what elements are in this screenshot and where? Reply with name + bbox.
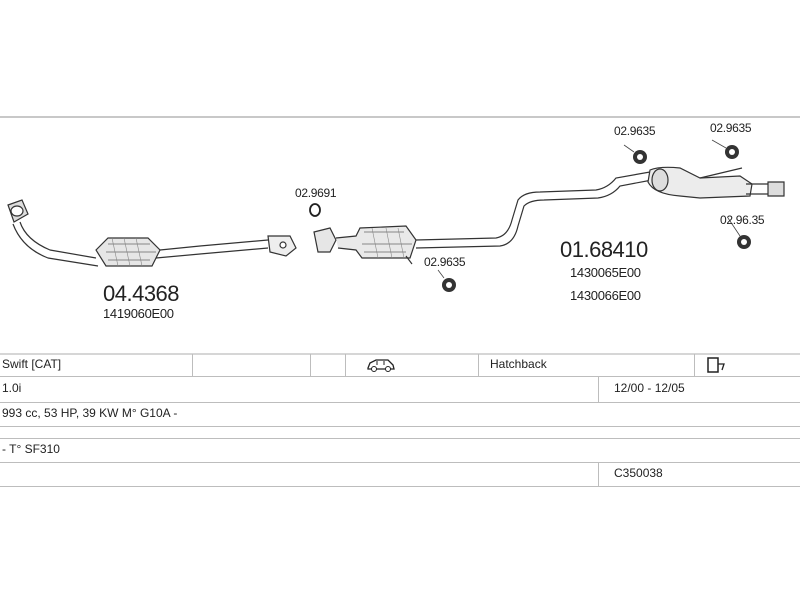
chassis-cell: - T° SF310 xyxy=(2,442,60,456)
table-row: - T° SF310 xyxy=(0,438,800,463)
table-row: 1.0i 12/00 - 12/05 xyxy=(0,376,800,403)
rear-hanger-right-part xyxy=(725,145,739,159)
rear-hanger-low-code: 02.96.35 xyxy=(720,213,765,227)
middle-hanger-code: 02.9635 xyxy=(424,255,466,269)
engine-cell: 1.0i xyxy=(2,381,22,395)
specs-cell: 993 cc, 53 HP, 39 KW M° G10A - xyxy=(2,406,178,420)
rear-hanger-left-part xyxy=(633,150,647,164)
leader-lines xyxy=(437,139,741,279)
clamp-ring-part xyxy=(309,203,321,217)
door-icon xyxy=(706,356,726,379)
rear-pipe-part xyxy=(415,166,785,249)
front-catalyst-oem: 1419060E00 xyxy=(103,306,174,321)
silencer-oem-1: 1430065E00 xyxy=(570,265,641,280)
rear-hanger-left-code: 02.9635 xyxy=(614,124,656,138)
years-cell: 12/00 - 12/05 xyxy=(614,381,685,395)
model-cell: Swift [CAT] xyxy=(2,357,62,371)
rear-hanger-right-code: 02.9635 xyxy=(710,121,752,135)
middle-catalyst-part xyxy=(313,225,417,265)
table-row: C350038 xyxy=(0,462,800,487)
reference-cell: C350038 xyxy=(614,466,663,480)
front-catalyst-code: 04.4368 xyxy=(103,281,180,306)
rear-hanger-low-part xyxy=(737,235,751,249)
clamp-ring-code: 02.9691 xyxy=(295,186,337,200)
table-row: Swift [CAT] Hatchback xyxy=(0,354,800,377)
middle-hanger-part xyxy=(442,278,456,292)
table-row xyxy=(0,426,800,439)
car-icon xyxy=(366,357,396,378)
front-pipe-part xyxy=(7,199,297,267)
silencer-code: 01.68410 xyxy=(560,237,648,262)
body-cell: Hatchback xyxy=(490,357,547,371)
table-row: 993 cc, 53 HP, 39 KW M° G10A - xyxy=(0,402,800,427)
silencer-oem-2: 1430066E00 xyxy=(570,288,641,303)
